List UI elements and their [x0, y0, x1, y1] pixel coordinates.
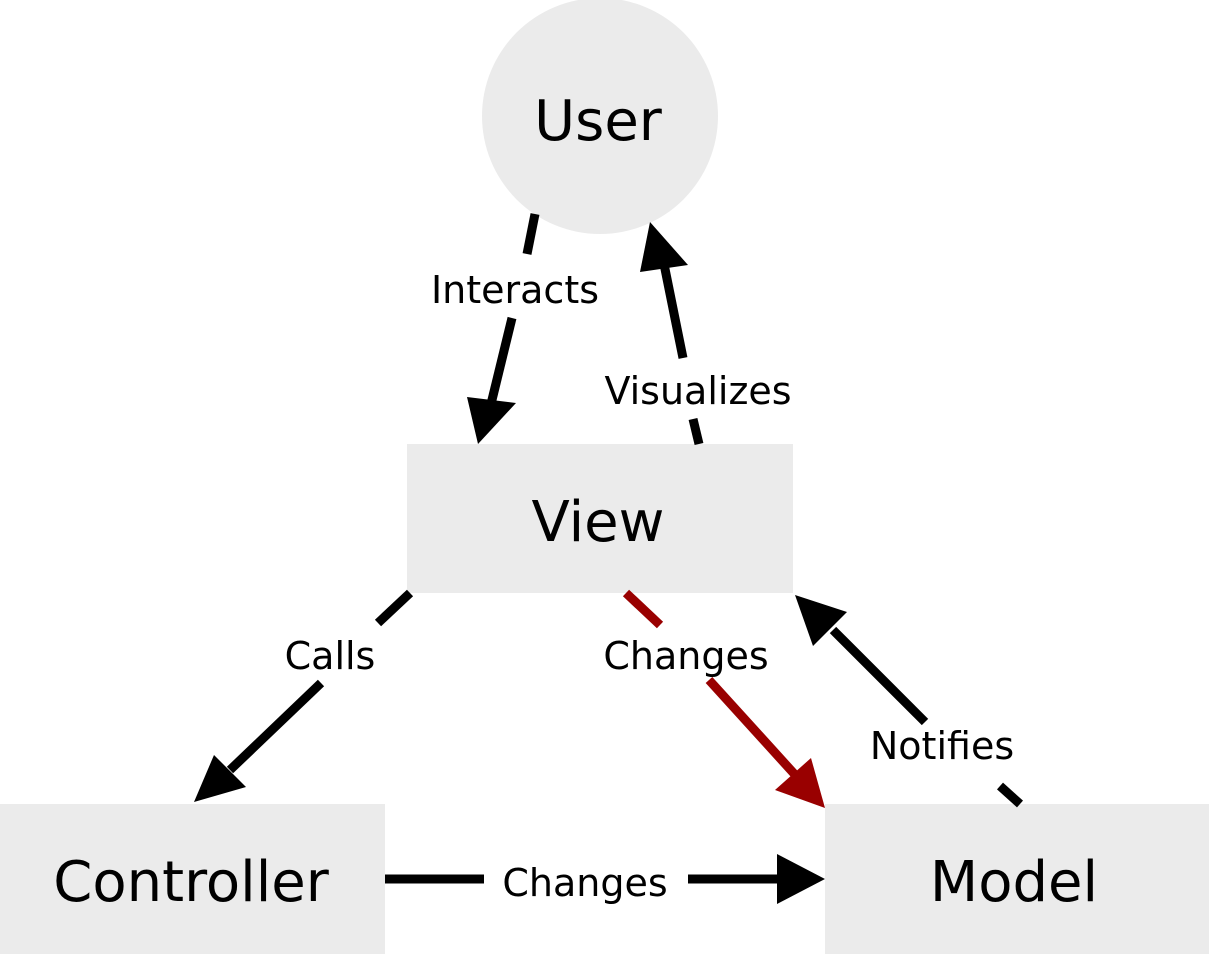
node-user: User	[482, 0, 718, 234]
view-node-label: View	[532, 490, 665, 555]
edge-view-changes-label: Changes	[603, 634, 768, 678]
model-node-shape	[825, 804, 1209, 954]
edge-notifies: Notifies	[795, 595, 1024, 808]
edge-calls-line-bottom	[226, 679, 325, 774]
edge-visualizes-label: Visualizes	[604, 369, 791, 413]
arrowhead-up-left-icon	[795, 595, 847, 646]
edge-visualizes-line-top	[659, 263, 688, 359]
node-model: Model	[825, 804, 1209, 954]
model-node-label: Model	[930, 850, 1098, 915]
edge-notifies-line-bottom	[996, 782, 1024, 808]
edge-calls: Calls	[194, 589, 414, 802]
edge-interacts: Interacts	[431, 213, 599, 444]
edge-interacts-line-top	[522, 213, 540, 255]
edge-notifies-line-top	[829, 626, 929, 726]
edge-visualizes-line-bottom	[688, 417, 704, 446]
view-node-shape	[407, 444, 793, 593]
controller-node-shape	[0, 804, 385, 954]
arrowhead-down-right-icon	[775, 758, 825, 808]
user-node-label: User	[534, 89, 663, 154]
node-view: View	[407, 444, 793, 593]
edge-interacts-label: Interacts	[431, 268, 599, 312]
edge-notifies-label: Notifies	[870, 724, 1014, 768]
edge-visualizes: Visualizes	[604, 222, 792, 446]
edge-controller-changes-label: Changes	[502, 861, 667, 905]
edge-controller-changes-model: Changes	[385, 854, 825, 905]
edge-calls-line-top	[374, 589, 414, 627]
arrowhead-down-icon	[467, 397, 516, 444]
edge-view-changes-line-top	[622, 589, 664, 629]
edge-view-changes-model: Changes	[603, 589, 825, 808]
user-node-shape	[482, 0, 718, 234]
edge-interacts-line-bottom	[486, 316, 517, 406]
arrowhead-right-icon	[777, 854, 825, 904]
edge-calls-label: Calls	[285, 634, 376, 678]
controller-node-label: Controller	[53, 850, 329, 915]
arrowhead-up-icon	[640, 222, 688, 272]
arrowhead-down-left-icon	[194, 755, 246, 802]
node-controller: Controller	[0, 804, 385, 954]
edge-view-changes-line-bottom	[705, 676, 802, 782]
